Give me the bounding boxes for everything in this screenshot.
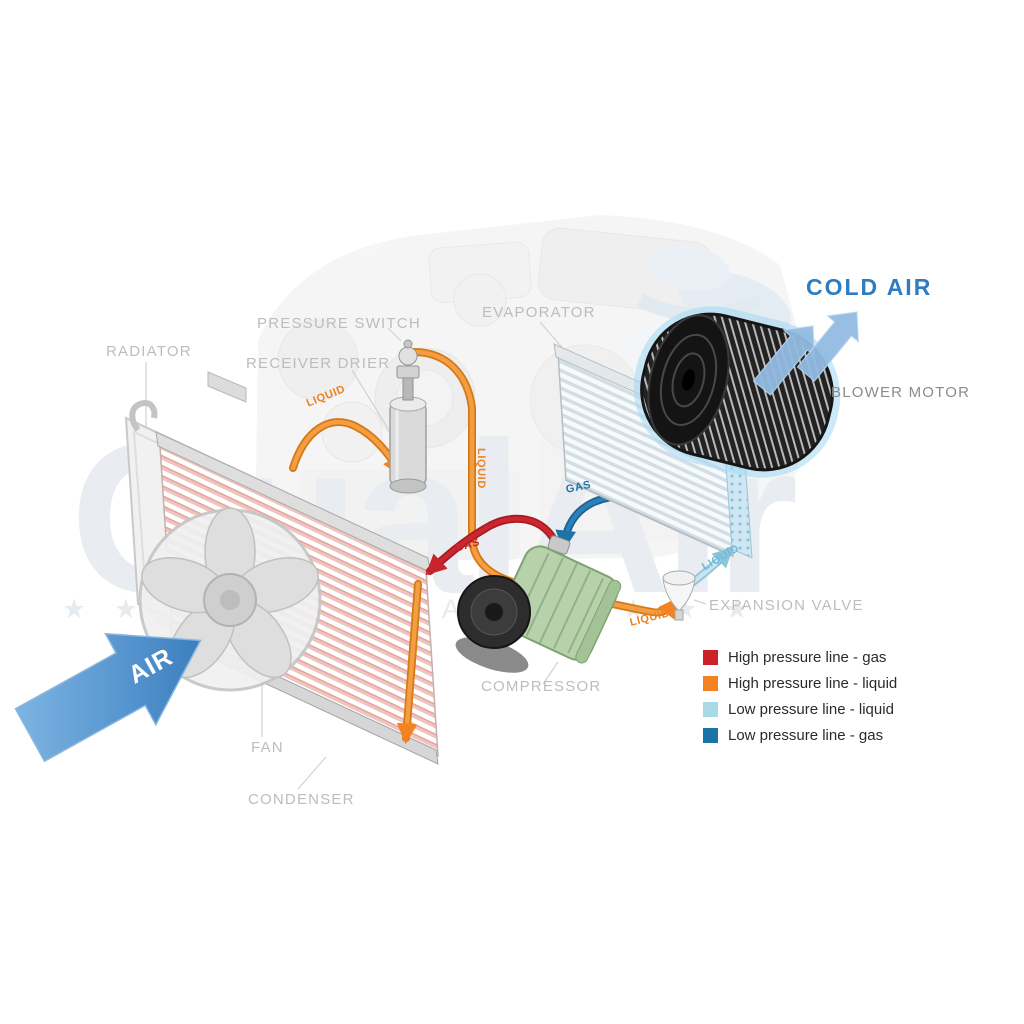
- legend-label: Low pressure line - gas: [728, 726, 884, 744]
- compressor-graphic: [455, 535, 622, 673]
- receiver-drier-connector: [351, 369, 391, 433]
- high-pressure-liquid-swatch: [703, 675, 718, 691]
- radiator-bracket: [207, 371, 247, 403]
- fan-graphic: [138, 507, 322, 692]
- air-arrow: [14, 632, 202, 763]
- condenser-label: CONDENSER: [248, 791, 355, 808]
- evaporator-label: EVAPORATOR: [482, 304, 596, 321]
- cold-air-arrows: [752, 311, 859, 396]
- pipe-label-liquid-down: LIQUID: [475, 448, 487, 489]
- pressure-switch-label: PRESSURE SWITCH: [257, 315, 421, 332]
- receiver-drier-graphic: [389, 396, 427, 494]
- expansion-valve-graphic: [662, 570, 696, 621]
- radiator-neck: [129, 400, 158, 432]
- fan-label: FAN: [251, 739, 284, 756]
- legend-item: Low pressure line - gas: [703, 726, 897, 744]
- blower-motor-label: BLOWER MOTOR: [831, 384, 971, 401]
- low-pressure-gas-swatch: [703, 727, 718, 743]
- legend-item: Low pressure line - liquid: [703, 700, 897, 718]
- legend-item: High pressure line - gas: [703, 648, 897, 666]
- high-pressure-gas-swatch: [703, 649, 718, 665]
- compressor-label: COMPRESSOR: [481, 678, 602, 695]
- pipe-high-pressure-gas: [425, 514, 561, 576]
- low-pressure-liquid-swatch: [703, 701, 718, 717]
- legend-label: High pressure line - liquid: [728, 674, 898, 692]
- expansion-valve-connector: [693, 599, 707, 605]
- legend-item: High pressure line - liquid: [703, 674, 898, 692]
- pipe-high-pressure-liquid-condenser-edge: [396, 580, 422, 745]
- pipe-high-pressure-liquid-to-drier: [289, 418, 403, 478]
- pressure-switch-connector: [387, 327, 402, 342]
- legend-label: High pressure line - gas: [728, 648, 887, 666]
- legend: High pressure line - gas High pressure l…: [703, 649, 897, 753]
- compressor-connector: [542, 661, 559, 685]
- expansion-valve-label: EXPANSION VALVE: [709, 597, 864, 614]
- radiator-label: RADIATOR: [106, 343, 192, 360]
- legend-label: Low pressure line - liquid: [728, 700, 894, 718]
- condenser-connector: [297, 756, 327, 790]
- cold-air-label: COLD AIR: [806, 274, 933, 300]
- pressure-switch-graphic: [396, 339, 420, 401]
- receiver-drier-label: RECEIVER DRIER: [246, 355, 391, 372]
